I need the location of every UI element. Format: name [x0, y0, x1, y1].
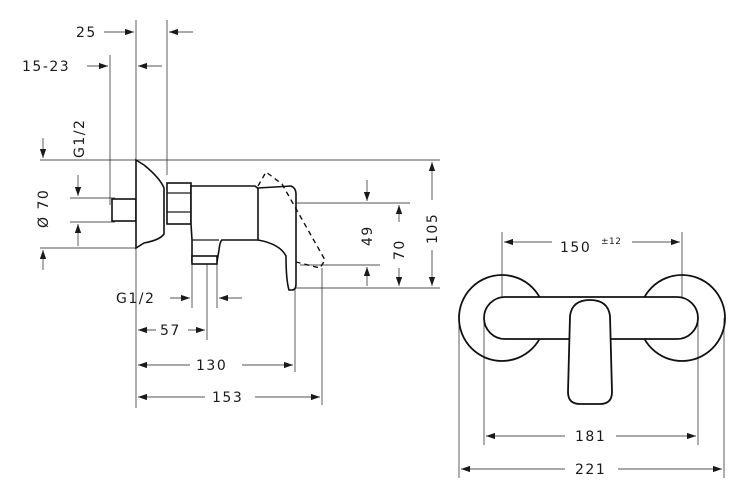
- dim-153-label: 153: [212, 390, 243, 406]
- dim-150-tolerance: ±12: [601, 237, 622, 247]
- dim-70-label: 70: [392, 239, 408, 260]
- dim-181-label: 181: [575, 429, 606, 445]
- side-view: 25 15-23 G1/2 Ø 70 49 70 105 G1/2 57: [22, 20, 441, 408]
- lever-open-position: [257, 170, 326, 269]
- front-view: 150 ±12 181 221: [458, 232, 726, 478]
- dim-221-label: 221: [575, 462, 606, 478]
- dim-49-label: 49: [360, 225, 376, 246]
- dim-150-label: 150: [560, 240, 591, 256]
- dim-105-label: 105: [425, 213, 441, 244]
- outlet-nozzle: [191, 255, 218, 265]
- rosette: [135, 158, 165, 250]
- dim-d70-label: Ø 70: [36, 189, 52, 228]
- dim-g12-bottom-label: G1/2: [116, 291, 155, 307]
- dim-25-label: 25: [76, 25, 97, 41]
- dim-15-23-label: 15-23: [22, 59, 70, 75]
- mixer-body: [190, 185, 261, 263]
- dim-57-label: 57: [160, 323, 181, 339]
- dim-g12-top-label: G1/2: [72, 119, 88, 158]
- pipe-stub: [111, 198, 137, 222]
- front-cover: [257, 185, 297, 291]
- nut: [166, 182, 192, 225]
- lever-front: [567, 299, 613, 405]
- dim-130-label: 130: [196, 358, 227, 374]
